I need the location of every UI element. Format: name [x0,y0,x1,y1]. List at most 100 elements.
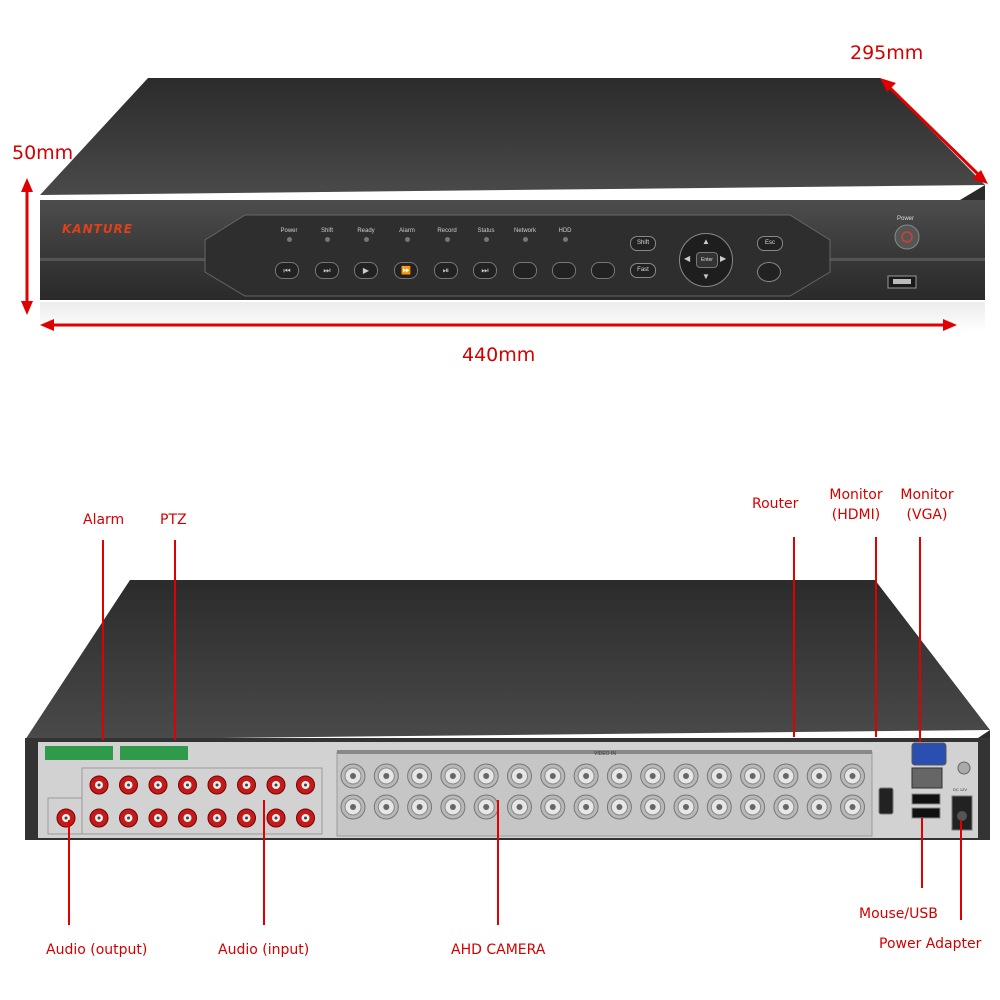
button-row: ⏮ ⏭ ▶ ⏩ ⏯ ⏭ [273,257,673,283]
bnc-connector [606,763,632,789]
esc-button: Esc [757,236,783,251]
up-arrow-icon: ▲ [702,237,710,246]
rca-jack [89,775,109,795]
ptz-terminal-block [120,746,188,760]
left-arrow-icon: ◀ [684,254,691,263]
bnc-connector [640,794,666,820]
bnc-connector [640,763,666,789]
bnc-connector [806,763,832,789]
bnc-connector [507,794,532,820]
dc-label: DC 12V [953,787,968,792]
bnc-connector [407,763,433,789]
vga-port [911,742,947,766]
front-button-3: ▶ [354,262,378,279]
rca-jack [207,775,227,795]
audio-output-label: Audio (output) [46,942,148,958]
rca-jack [237,808,256,828]
bnc-connector [740,794,766,820]
bnc-connector [473,794,499,820]
front-dvr-image [40,78,985,332]
bnc-connector [540,794,566,820]
down-arrow-icon: ▼ [702,272,710,281]
audio-input-label: Audio (input) [218,942,310,958]
bnc-connector [840,763,865,789]
ahd-camera-line [497,800,499,925]
bnc-connector [507,763,532,789]
power-adapter-label: Power Adapter [879,936,982,952]
bnc-connector [573,794,599,820]
bnc-connector [340,794,366,820]
ground-screw-icon [957,761,971,775]
fast-button: Fast [630,263,656,278]
rca-jack [56,808,76,828]
monitor-vga-line [919,537,921,742]
monitor-vga-label-line2: (VGA) [906,507,948,523]
bnc-connector [606,794,632,820]
bnc-connector [340,763,366,789]
router-line [793,537,795,737]
front-button-9 [591,262,615,279]
brand-logo: KANTURE [62,222,133,236]
bnc-connector [373,794,399,820]
rca-jack [148,808,168,828]
dimension-height: 50mm [12,142,74,164]
front-button-2: ⏭ [315,262,339,279]
ahd-camera-label: AHD CAMERA [451,942,546,958]
rca-jack [266,808,286,828]
bnc-connector [740,763,766,789]
rca-jack [178,775,197,795]
bnc-connector [806,794,832,820]
mouse-usb-line [921,818,923,888]
monitor-hdmi-label-line1: Monitor [829,487,883,503]
rca-jack [207,808,227,828]
hdmi-port [878,787,894,815]
monitor-vga-label: Monitor (VGA) [896,485,958,525]
alarm-label: Alarm [83,512,125,528]
video-in-label: VIDEO IN [594,751,616,757]
enter-button: Enter [696,252,718,268]
audio-input-line [263,800,265,925]
indicator-row: Power Shift Ready Alarm Record Status Ne… [271,228,601,252]
mouse-usb-label: Mouse/USB [859,906,938,922]
rca-jack [178,808,197,828]
rca-jack [296,808,315,828]
bnc-connector [773,763,799,789]
rca-jack [148,775,168,795]
lan-port [911,767,943,789]
front-button-1: ⏮ [275,262,299,279]
bnc-connector [407,794,433,820]
dimension-depth: 295mm [850,42,924,64]
front-button-6: ⏭ [473,262,497,279]
indicator-power: Power [271,228,307,242]
ptz-label: PTZ [160,512,187,528]
shift-button: Shift [630,236,656,251]
rca-jack [266,775,286,795]
bnc-connector [673,794,699,820]
bnc-connector [673,763,699,789]
alarm-line [102,540,104,740]
bnc-connector [773,794,799,820]
front-button-5: ⏯ [434,262,458,279]
rca-jack [237,775,256,795]
rca-jack [296,775,315,795]
bnc-connector [573,763,599,789]
direction-pad: Enter ▲ ▼ ◀ ▶ [679,233,733,287]
power-adapter-line [960,820,962,920]
dimension-arrows [21,78,988,331]
front-button-4: ⏩ [394,262,418,279]
usb-port-1 [911,793,941,805]
monitor-hdmi-line [875,537,877,737]
rca-jack [119,775,138,795]
alarm-terminal-block [45,746,113,760]
rca-jack [89,808,109,828]
audio-output-line [68,820,70,925]
jog-dial [757,262,781,282]
bnc-connector [473,763,499,789]
front-button-7 [513,262,537,279]
indicator-network: Network [507,228,543,242]
monitor-hdmi-label-line2: (HDMI) [831,507,881,523]
monitor-vga-label-line1: Monitor [900,487,954,503]
indicator-hdd: HDD [547,228,583,242]
front-button-8 [552,262,576,279]
indicator-shift: Shift [309,228,345,242]
